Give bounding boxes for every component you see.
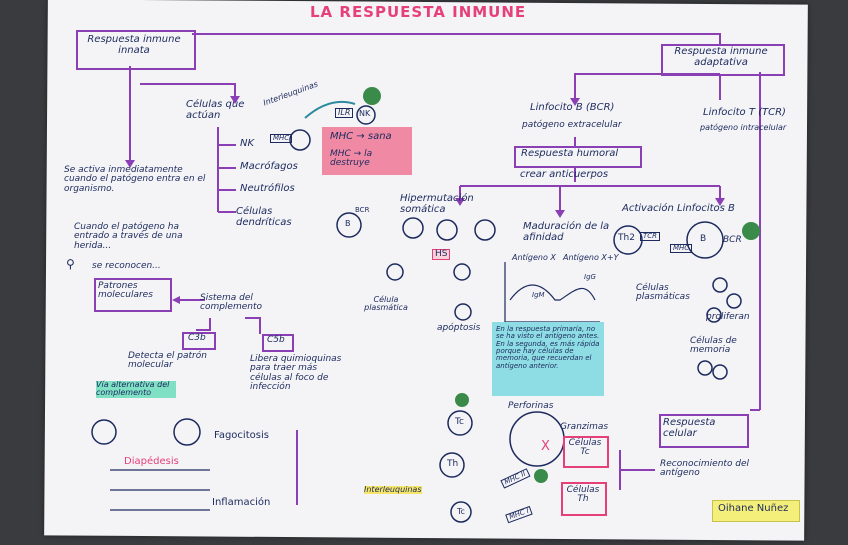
diapedesis-label: Diapédesis — [124, 456, 179, 467]
hipermutacion-label: Hipermutación somática — [400, 193, 474, 215]
patogeno-extracelular: patógeno extracelular — [522, 120, 622, 130]
innata-box — [76, 30, 196, 70]
innata-heading: Respuesta inmune innata — [87, 34, 181, 56]
celulas-tc-box — [563, 436, 609, 468]
b-cell-1-label: B — [345, 219, 351, 228]
adaptativa-heading: Respuesta inmune adaptativa — [674, 46, 768, 68]
ilr-receptor: ILR — [335, 108, 354, 119]
mhc-destruye: MHC → la destruye — [330, 149, 373, 169]
igm-label: IgM — [532, 291, 545, 299]
herida-text: Cuando el patógeno ha entrado a través d… — [74, 222, 183, 251]
celular-box — [659, 414, 749, 448]
info-text: En la respuesta primaria, no se ha visto… — [496, 325, 600, 370]
bcr-label-1: BCR — [355, 206, 370, 214]
hs-label: HS — [432, 249, 451, 261]
info-box — [492, 322, 604, 396]
reconocimiento-label: Reconocimiento del antígeno — [660, 459, 750, 479]
proliferan-label: proliferan — [706, 312, 750, 322]
detecta-text: Detecta el patrón molecular — [128, 351, 207, 371]
th-cell-label: Th — [447, 459, 459, 469]
antigeno-x: Antígeno X — [512, 253, 556, 262]
libera-text: Libera quimioquinas para traer más célul… — [250, 354, 342, 393]
cells-title: Células que actúan — [186, 99, 245, 121]
activacion-b-label: Activación Linfocitos B — [622, 203, 735, 214]
tc-cell-label: Tc — [455, 417, 464, 427]
fagocitosis-label: Fagocitosis — [214, 430, 269, 441]
linfocito-b-label: Linfocito B (BCR) — [530, 102, 615, 113]
mhc-receptor: MHC — [270, 134, 293, 144]
signature: Oihane Nuñez — [718, 503, 789, 514]
patrones-label: Patrones moleculares — [98, 281, 153, 301]
c5b-box — [262, 334, 294, 352]
humoral-label: Respuesta humoral — [521, 148, 619, 159]
cell-macrofagos: Macrófagos — [240, 161, 298, 172]
celulas-memoria: Células de memoria — [690, 336, 737, 356]
mhc-sana: MHC → sana — [330, 131, 392, 142]
adaptativa-box — [661, 44, 785, 76]
mhc-note-box — [322, 127, 412, 175]
b-cell-big-label: B — [700, 234, 707, 244]
celulas-plasmaticas: Células plasmáticas — [636, 283, 690, 303]
patogeno-intracelular: patógeno intracelular — [700, 123, 787, 132]
magnifier-icon: ⚲ — [66, 257, 75, 271]
bcr-label-big: BCR — [723, 235, 742, 245]
page-title: LA RESPUESTA INMUNE — [310, 3, 527, 21]
granzimas-label: Granzimas — [560, 422, 609, 432]
igg-label: IgG — [584, 273, 596, 281]
humoral-box — [514, 146, 642, 168]
activa-text: Se activa inmediatamente cuando el patóg… — [64, 165, 206, 194]
inflamacion-label: Inflamación — [212, 497, 271, 508]
celulas-th-label: Células Th — [566, 485, 600, 505]
perforinas-label: Perforinas — [508, 401, 554, 411]
cell-nk: NK — [240, 138, 255, 149]
c3b-box — [182, 332, 216, 350]
patrones-box — [94, 278, 172, 312]
c5b-label: C5b — [267, 335, 285, 345]
c3b-label: C3b — [188, 333, 206, 343]
nk-cell-label: NK — [359, 109, 371, 118]
celulas-tc-label: Células Tc — [568, 438, 602, 458]
antigeno-xy: Antígeno X+Y — [563, 253, 619, 262]
cell-neutrofilos: Neutrófilos — [240, 183, 295, 194]
celula-plasmatica: Célula plasmática — [364, 295, 408, 313]
complemento-label: Sistema del complemento — [200, 293, 263, 313]
maduracion-label: Maduración de la afinidad — [523, 221, 610, 243]
x-mark: X — [541, 439, 550, 454]
cell-dendriticas: Células dendríticas — [236, 206, 292, 228]
mhc2-label: MHC — [670, 244, 693, 254]
crear-anticuerpos: crear anticuerpos — [520, 169, 609, 180]
interleuquinas-t-label: Interleuquinas — [364, 485, 422, 495]
signature-note — [712, 500, 800, 522]
via-alternativa: Vía alternativa del complemento — [96, 380, 176, 398]
tcr-label: TCR — [640, 232, 661, 242]
celulas-th-box — [561, 482, 607, 516]
tc-cell-2-label: Tc — [457, 507, 465, 516]
apoptosis-label: apóptosis — [437, 323, 481, 333]
reconocen-text: se reconocen... — [92, 261, 161, 271]
th2-label: Th2 — [618, 233, 635, 243]
celular-label: Respuesta celular — [663, 417, 716, 439]
linfocito-t-label: Linfocito T (TCR) — [703, 107, 786, 118]
